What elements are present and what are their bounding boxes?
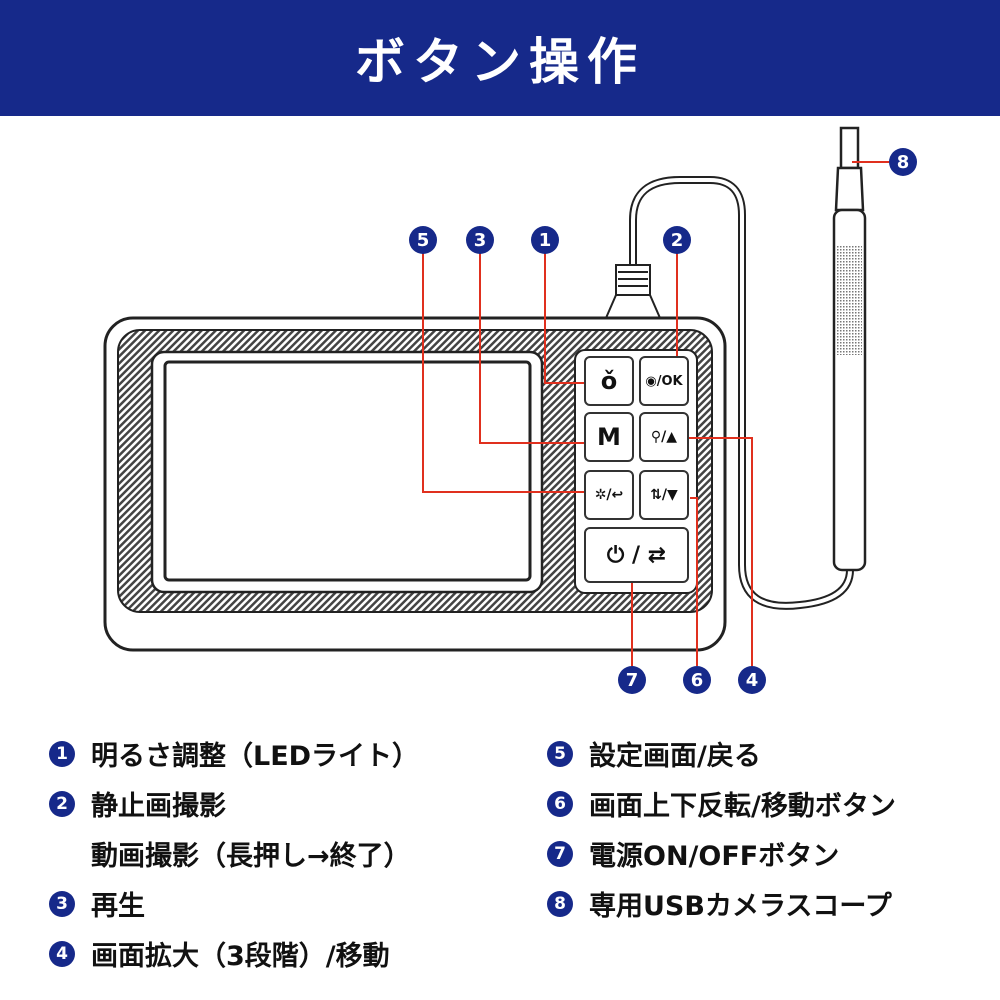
- callout-2: 2: [663, 226, 691, 254]
- callout-6: 6: [683, 666, 711, 694]
- legend-item: 1 明るさ調整（LEDライト）: [49, 734, 419, 773]
- mode-button[interactable]: M: [584, 412, 634, 462]
- legend-item: 7 電源ON/OFFボタン: [547, 834, 839, 873]
- power-rotate-button[interactable]: ⏻ / ⇄: [584, 527, 689, 583]
- legend-text: 設定画面/戻る: [589, 741, 761, 772]
- legend-text: 明るさ調整（LEDライト）: [91, 741, 420, 772]
- legend-number: 1: [49, 740, 75, 767]
- light-button[interactable]: ǒ: [584, 356, 634, 406]
- legend-item: 3 再生: [49, 884, 145, 923]
- zoom-up-button[interactable]: ⚲/▲: [639, 412, 689, 462]
- legend-number: 8: [547, 890, 573, 917]
- legend-item: 6 画面上下反転/移動ボタン: [547, 784, 896, 823]
- legend-text: 画面上下反転/移動ボタン: [589, 791, 896, 822]
- legend-item: 2 静止画撮影: [49, 784, 226, 823]
- camera-ok-button[interactable]: ◉/OK: [639, 356, 689, 406]
- settings-back-button[interactable]: ✲/↩: [584, 470, 634, 520]
- legend-number: 3: [49, 890, 75, 917]
- callout-7: 7: [618, 666, 646, 694]
- legend-number: 6: [547, 790, 573, 817]
- legend-text: 画面拡大（3段階）/移動: [91, 941, 390, 972]
- callout-8: 8: [889, 148, 917, 176]
- screen: [163, 360, 532, 582]
- callout-1: 1: [531, 226, 559, 254]
- page-title: ボタン操作: [0, 0, 1000, 116]
- flip-down-button[interactable]: ⇅/▼: [639, 470, 689, 520]
- legend-number: 7: [547, 840, 573, 867]
- legend-text: 再生: [91, 891, 145, 922]
- legend-number: 5: [547, 740, 573, 767]
- leader-lines: [422, 161, 889, 666]
- legend-text: 静止画撮影: [91, 791, 226, 822]
- usb-camera-scope: [832, 126, 867, 572]
- legend-item: 4 画面拡大（3段階）/移動: [49, 934, 390, 973]
- legend-number: 4: [49, 940, 75, 967]
- legend-item: 8 専用USBカメラスコープ: [547, 884, 892, 923]
- callout-4: 4: [738, 666, 766, 694]
- legend-number: 2: [49, 790, 75, 817]
- legend-text: 動画撮影（長押し→終了）: [91, 841, 411, 872]
- legend-item: 動画撮影（長押し→終了）: [91, 834, 411, 873]
- legend-text: 電源ON/OFFボタン: [589, 841, 840, 872]
- callout-3: 3: [466, 226, 494, 254]
- callout-5: 5: [409, 226, 437, 254]
- legend-item: 5 設定画面/戻る: [547, 734, 761, 773]
- legend-text: 専用USBカメラスコープ: [589, 891, 892, 922]
